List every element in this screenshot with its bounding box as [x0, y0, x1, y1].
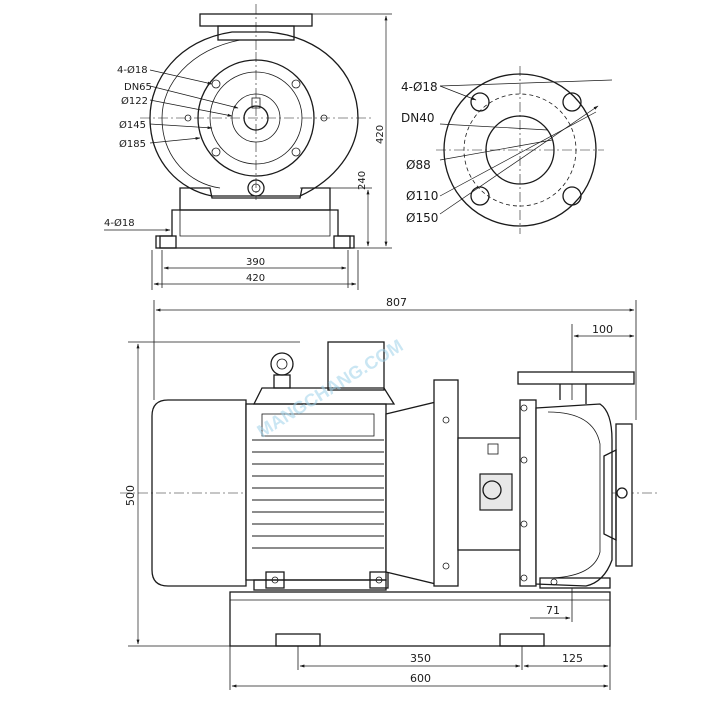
label-width-420: 420 — [246, 273, 265, 284]
label-d150: Ø150 — [406, 211, 438, 225]
label-offset-100: 100 — [592, 323, 613, 336]
label-outlet-dn: DN65 — [124, 82, 152, 93]
label-d145: Ø145 — [119, 119, 146, 131]
front-view: 4-Ø18 DN65 Ø122 Ø145 Ø185 4-Ø18 390 420 … — [104, 4, 392, 290]
label-inlet-holes: 4-Ø18 — [401, 80, 438, 94]
label-d110: Ø110 — [406, 189, 438, 203]
label-d185: Ø185 — [119, 138, 146, 150]
label-height-420: 420 — [375, 125, 386, 144]
label-d122: Ø122 — [121, 95, 148, 107]
label-width-390: 390 — [246, 257, 265, 268]
motor-fins — [252, 439, 384, 549]
label-inlet-dn: DN40 — [401, 111, 435, 125]
label-flange-holes: 4-Ø18 — [117, 64, 148, 76]
label-base-350: 350 — [410, 652, 431, 665]
label-length-807: 807 — [386, 296, 407, 309]
label-base-600: 600 — [410, 672, 431, 685]
label-foot-holes: 4-Ø18 — [104, 217, 135, 229]
inlet-flange-view: 4-Ø18 DN40 Ø88 Ø110 Ø150 — [401, 66, 613, 234]
label-base-125: 125 — [562, 652, 583, 665]
label-height-500: 500 — [124, 485, 137, 506]
label-offset-71: 71 — [546, 604, 560, 617]
label-d88: Ø88 — [406, 158, 431, 172]
label-height-240: 240 — [357, 171, 368, 190]
side-view: 807 100 500 — [120, 296, 660, 690]
